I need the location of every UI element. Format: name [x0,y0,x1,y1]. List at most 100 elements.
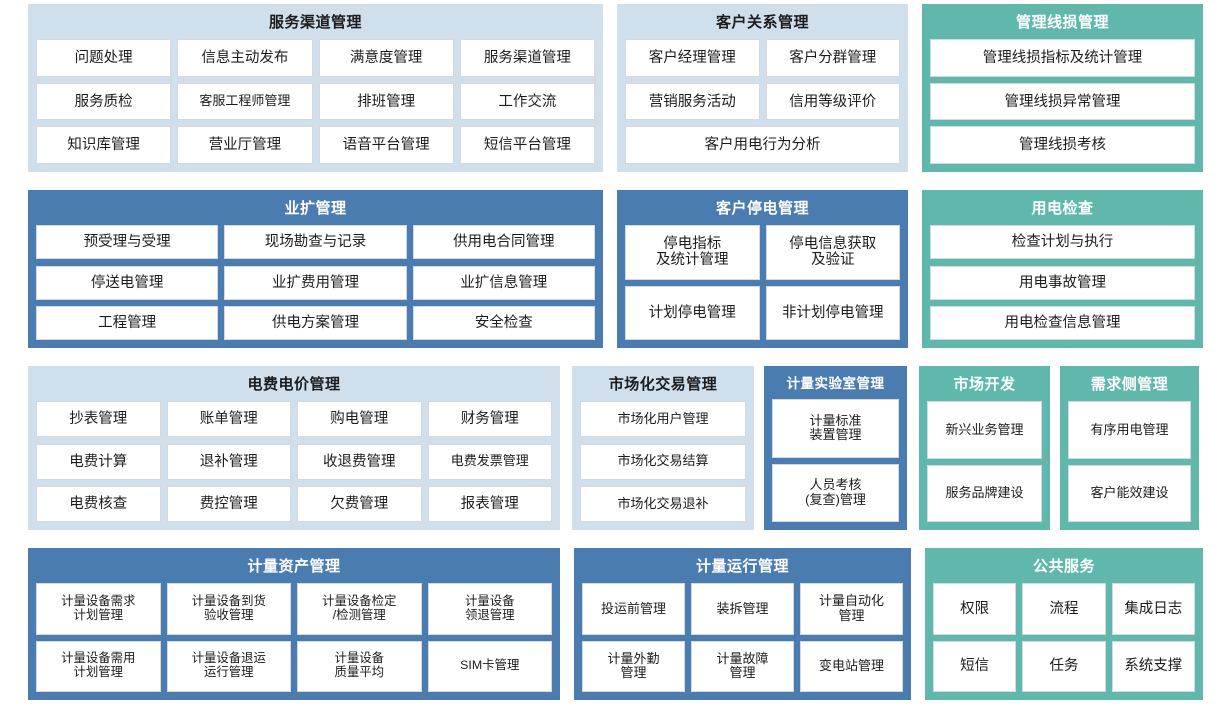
item-chip[interactable]: 客户用电行为分析 [625,126,900,164]
item-chip[interactable]: 退补管理 [166,443,291,480]
item-chip[interactable]: 计量标准 装置管理 [772,399,899,458]
item-chip[interactable]: 短信 [933,640,1017,692]
item-chip[interactable]: 计量外勤 管理 [582,640,685,692]
item-chip[interactable]: 费控管理 [166,485,291,522]
item-chip[interactable]: 短信平台管理 [459,126,595,164]
item-chip[interactable]: 服务品牌建设 [927,464,1042,522]
panel-title: 计量实验室管理 [786,376,885,391]
item-chip[interactable]: 变电站管理 [799,640,903,692]
diagram-row-4: 计量资产管理 计量设备需求 计划管理 计量设备到货 验收管理 计量设备检定 /检… [28,548,1203,700]
item-chip[interactable]: 装拆管理 [690,583,794,635]
item-chip[interactable]: 计量设备到货 验收管理 [166,583,291,635]
item-chip[interactable]: 计量设备退运 运行管理 [166,640,291,692]
item-chip[interactable]: 用电事故管理 [930,265,1195,300]
item-chip[interactable]: 权限 [933,583,1017,635]
item-chip[interactable]: 停电信息获取 及验证 [765,225,900,280]
item-chip[interactable]: 计量设备需用 计划管理 [36,640,161,692]
item-chip[interactable]: 客户分群管理 [765,39,900,77]
item-chip[interactable]: 用电检查信息管理 [930,305,1195,340]
item-chip[interactable]: 流程 [1022,583,1106,635]
item-chip[interactable]: 停送电管理 [36,265,219,300]
panel-metering-operation-management[interactable]: 计量运行管理 投运前管理 装拆管理 计量自动化 管理 计量外勤 管理 计量故障 … [574,548,911,700]
item-chip[interactable]: 客户能效建设 [1068,464,1191,522]
item-chip[interactable]: 收退费管理 [297,443,422,480]
item-chip[interactable]: SIM卡管理 [427,640,552,692]
item-chip[interactable]: 账单管理 [166,401,291,438]
item-chip[interactable]: 抄表管理 [36,401,161,438]
item-chip[interactable]: 服务质检 [36,82,172,121]
item-chip[interactable]: 计量故障 管理 [690,640,794,692]
panel-items: 停电指标 及统计管理 停电信息获取 及验证 计划停电管理 非计划停电管理 [622,222,903,343]
item-chip[interactable]: 营销服务活动 [625,82,760,121]
item-chip[interactable]: 非计划停电管理 [765,285,900,340]
item-chip[interactable]: 信息主动发布 [177,39,313,77]
panel-customer-outage-management[interactable]: 客户停电管理 停电指标 及统计管理 停电信息获取 及验证 计划停电管理 非计划停… [617,190,908,348]
item-chip[interactable]: 检查计划与执行 [930,225,1195,260]
item-chip[interactable]: 投运前管理 [582,583,685,635]
panel-public-services[interactable]: 公共服务 权限 流程 集成日志 短信 任务 系统支撑 [925,548,1203,700]
panel-title: 计量运行管理 [695,558,789,575]
item-chip[interactable]: 报表管理 [427,485,552,522]
item-chip[interactable]: 工程管理 [36,305,219,340]
item-chip[interactable]: 排班管理 [318,82,454,121]
panel-metering-laboratory-management[interactable]: 计量实验室管理 计量标准 装置管理 人员考核 (复查)管理 [764,366,907,530]
panel-metering-asset-management[interactable]: 计量资产管理 计量设备需求 计划管理 计量设备到货 验收管理 计量设备检定 /检… [28,548,560,700]
item-chip[interactable]: 安全检查 [412,305,595,340]
item-chip[interactable]: 工作交流 [459,82,595,121]
item-chip[interactable]: 知识库管理 [36,126,172,164]
item-chip[interactable]: 市场化交易退补 [580,485,746,522]
item-chip[interactable]: 信用等级评价 [765,82,900,121]
panel-market-trading-management[interactable]: 市场化交易管理 市场化用户管理 市场化交易结算 市场化交易退补 [572,366,754,530]
item-chip[interactable]: 计量设备需求 计划管理 [36,583,161,635]
item-chip[interactable]: 问题处理 [36,39,172,77]
item-chip[interactable]: 集成日志 [1111,583,1195,635]
item-chip[interactable]: 停电指标 及统计管理 [625,225,760,280]
item-chip[interactable]: 购电管理 [297,401,422,438]
panel-title: 公共服务 [1032,558,1095,575]
panel-service-channel-management[interactable]: 服务渠道管理 问题处理 信息主动发布 满意度管理 服务渠道管理 服务质检 客服工… [28,4,603,172]
item-chip[interactable]: 有序用电管理 [1068,401,1191,459]
item-chip[interactable]: 计量设备 领退管理 [427,583,552,635]
panel-electricity-fee-price-management[interactable]: 电费电价管理 抄表管理 账单管理 购电管理 财务管理 电费计算 退补管理 收退费… [28,366,560,530]
item-chip[interactable]: 供电方案管理 [224,305,407,340]
panel-line-loss-management[interactable]: 管理线损管理 管理线损指标及统计管理 管理线损异常管理 管理线损考核 [922,4,1203,172]
item-chip[interactable]: 电费计算 [36,443,161,480]
panel-business-expansion-management[interactable]: 业扩管理 预受理与受理 现场勘查与记录 供用电合同管理 停送电管理 业扩费用管理… [28,190,603,348]
row-gap [28,348,1203,366]
item-chip[interactable]: 欠费管理 [297,485,422,522]
item-chip[interactable]: 计量设备 质量平均 [297,640,422,692]
panel-electricity-inspection[interactable]: 用电检查 检查计划与执行 用电事故管理 用电检查信息管理 [922,190,1203,348]
item-chip[interactable]: 预受理与受理 [36,225,219,260]
panel-title: 电费电价管理 [247,376,341,393]
item-chip[interactable]: 人员考核 (复查)管理 [772,463,899,522]
item-chip[interactable]: 满意度管理 [318,39,454,77]
item-chip[interactable]: 营业厅管理 [177,126,313,164]
panel-demand-side-management[interactable]: 需求侧管理 有序用电管理 客户能效建设 [1060,366,1199,530]
item-chip[interactable]: 语音平台管理 [318,126,454,164]
item-chip[interactable]: 电费核查 [36,485,161,522]
item-chip[interactable]: 财务管理 [427,401,552,438]
item-chip[interactable]: 计量设备检定 /检测管理 [297,583,422,635]
item-chip[interactable]: 新兴业务管理 [927,401,1042,459]
item-chip[interactable]: 管理线损指标及统计管理 [930,39,1195,77]
item-chip[interactable]: 系统支撑 [1111,640,1195,692]
item-chip[interactable]: 计划停电管理 [625,285,760,340]
item-chip[interactable]: 任务 [1022,640,1106,692]
item-chip[interactable]: 现场勘查与记录 [224,225,407,260]
item-chip[interactable]: 服务渠道管理 [459,39,595,77]
item-chip[interactable]: 业扩费用管理 [224,265,407,300]
item-chip[interactable]: 客户经理管理 [625,39,760,77]
panel-items: 检查计划与执行 用电事故管理 用电检查信息管理 [927,222,1198,343]
item-chip[interactable]: 市场化用户管理 [580,401,746,438]
item-chip[interactable]: 电费发票管理 [427,443,552,480]
item-chip[interactable]: 业扩信息管理 [412,265,595,300]
item-chip[interactable]: 计量自动化 管理 [799,583,903,635]
panel-market-development[interactable]: 市场开发 新兴业务管理 服务品牌建设 [919,366,1050,530]
item-chip[interactable]: 供用电合同管理 [412,225,595,260]
panel-customer-relationship-management[interactable]: 客户关系管理 客户经理管理 客户分群管理 营销服务活动 信用等级评价 客户用电行… [617,4,908,172]
item-chip[interactable]: 客服工程师管理 [177,82,313,121]
item-chip[interactable]: 管理线损异常管理 [930,82,1195,121]
item-chip[interactable]: 市场化交易结算 [580,443,746,480]
item-chip[interactable]: 管理线损考核 [930,126,1195,164]
